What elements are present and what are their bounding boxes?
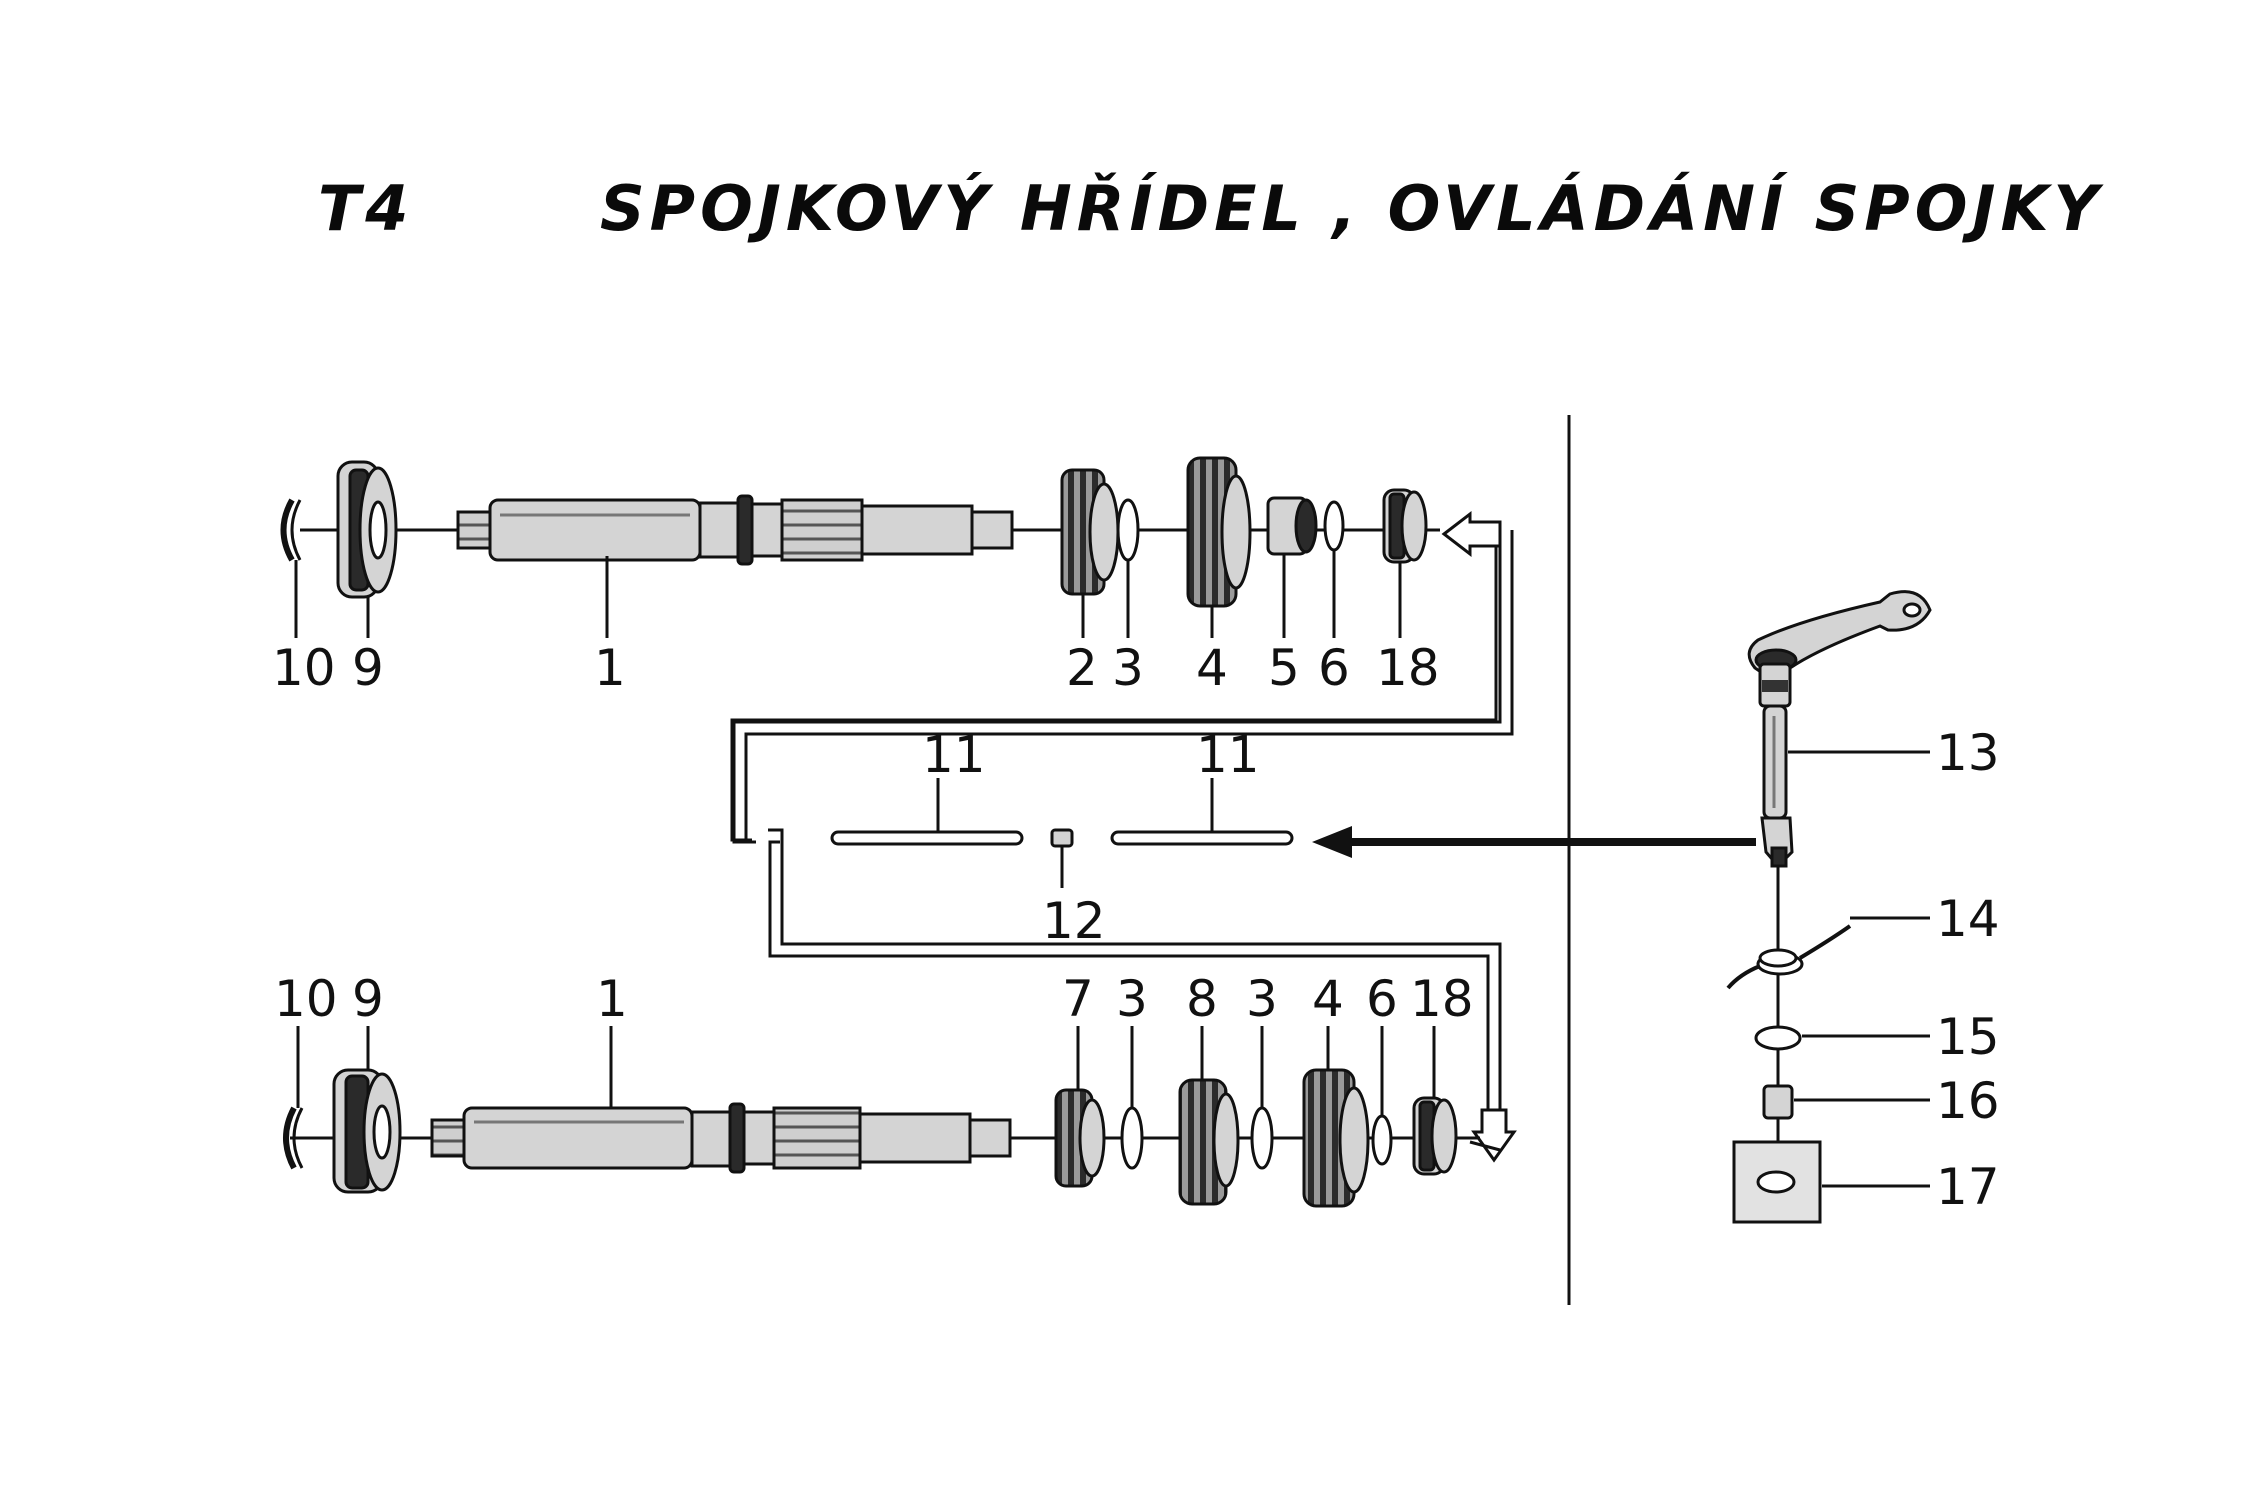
bottom-shaft-assembly [283, 1026, 1480, 1208]
callout-16: 16 [1936, 1072, 2000, 1130]
spring-14 [1726, 924, 1852, 990]
gear-4-top [1186, 456, 1252, 608]
callout-top-4: 4 [1196, 639, 1228, 697]
rod-11-left [830, 830, 1024, 846]
callout-top-6: 6 [1318, 639, 1350, 697]
callout-bottom-7: 7 [1062, 970, 1094, 1028]
callout-bottom-8: 8 [1186, 970, 1218, 1028]
washer-3-bottom-b [1250, 1106, 1274, 1170]
callout-13: 13 [1936, 724, 2000, 782]
bush-16 [1762, 1084, 1794, 1120]
gear-7-bottom [1054, 1088, 1106, 1188]
callout-15: 15 [1936, 1008, 2000, 1066]
washer-3-top [1116, 498, 1140, 562]
circlip-10-top [280, 498, 295, 562]
callout-pin-12: 12 [1042, 892, 1106, 950]
plate-17 [1732, 1140, 1822, 1224]
washer-6-top [1323, 500, 1345, 552]
callout-bottom-3b: 3 [1246, 970, 1278, 1028]
callout-bottom-6: 6 [1366, 970, 1398, 1028]
pin-12 [1050, 828, 1074, 848]
bearing-9-bottom [332, 1068, 402, 1194]
gear-2-top [1060, 468, 1120, 596]
washer-15 [1754, 1025, 1802, 1051]
top-shaft-assembly [280, 456, 1440, 638]
callout-top-5: 5 [1268, 639, 1300, 697]
arrow-top-icon [1441, 510, 1502, 558]
rod-11-right [1110, 830, 1294, 846]
callout-bottom-10: 10 [274, 970, 338, 1028]
callout-17: 17 [1936, 1158, 2000, 1216]
circlip-10-bottom [283, 1106, 297, 1170]
arrow-bottom-icon [1471, 1108, 1517, 1163]
bearing-9-top [336, 460, 398, 599]
page-code: T4 [318, 172, 413, 245]
callout-bottom-3a: 3 [1116, 970, 1148, 1028]
lever-13 [1747, 590, 1932, 869]
page-title: SPOJKOVÝ HŘÍDEL , OVLÁDÁNÍ SPOJKY [600, 172, 2105, 245]
big-arrow-icon [1312, 826, 1756, 858]
callout-top-3: 3 [1112, 639, 1144, 697]
callout-bottom-18: 18 [1410, 970, 1474, 1028]
bearing-18-top [1382, 488, 1428, 564]
gear-8-bottom [1178, 1078, 1240, 1206]
bearing-18-bottom [1412, 1096, 1458, 1176]
clutch-control-assembly [1726, 590, 1932, 1224]
rods-group [830, 778, 1294, 888]
shaft-1-bottom [430, 1102, 1012, 1174]
callout-top-10: 10 [272, 639, 336, 697]
callout-bottom-4: 4 [1312, 970, 1344, 1028]
callout-14: 14 [1936, 890, 2000, 948]
gear-4-bottom [1302, 1068, 1370, 1208]
washer-6-bottom [1371, 1114, 1393, 1166]
washer-3-bottom-a [1120, 1106, 1144, 1170]
callout-bottom-9: 9 [352, 970, 384, 1028]
shaft-1-top [456, 494, 1014, 566]
callout-top-18: 18 [1376, 639, 1440, 697]
bush-5-top [1266, 496, 1318, 556]
callout-top-1: 1 [594, 639, 626, 697]
callout-bottom-1: 1 [596, 970, 628, 1028]
callout-rod-11-right: 11 [1196, 726, 1260, 784]
callout-rod-11-left: 11 [922, 726, 986, 784]
callout-top-9: 9 [352, 639, 384, 697]
connector-frames [730, 510, 1517, 1163]
callout-top-2: 2 [1066, 639, 1098, 697]
